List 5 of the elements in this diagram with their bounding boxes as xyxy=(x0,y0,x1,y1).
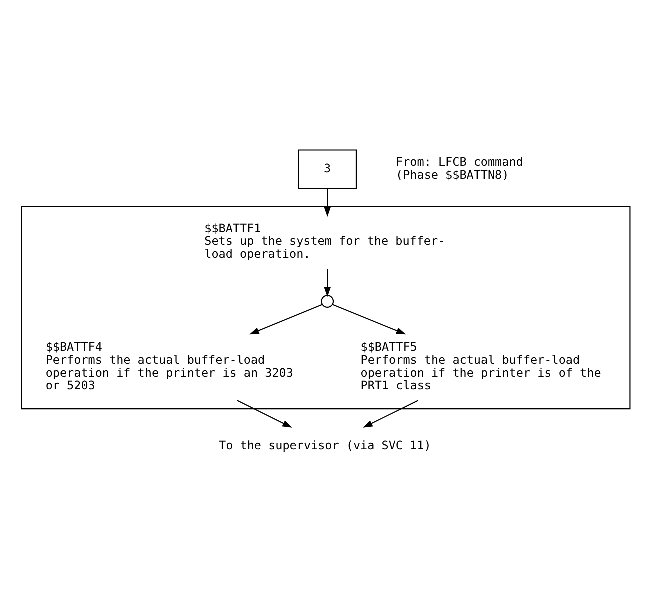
node-label: From: LFCB command (Phase $$BATTN8) xyxy=(396,155,524,182)
node-text: $$BATTF1 Sets up the system for the buffer-load operation. xyxy=(204,221,446,262)
node-text: $$BATTF4 Performs the actual buffer-load operation if the printer is an 3203 or 5203 xyxy=(46,340,294,393)
node-text: To the supervisor (via SVC 11) xyxy=(219,438,432,452)
node-text: $$BATTF5 Performs the actual buffer-load operation if the printer is of the PRT1 class xyxy=(360,340,602,393)
